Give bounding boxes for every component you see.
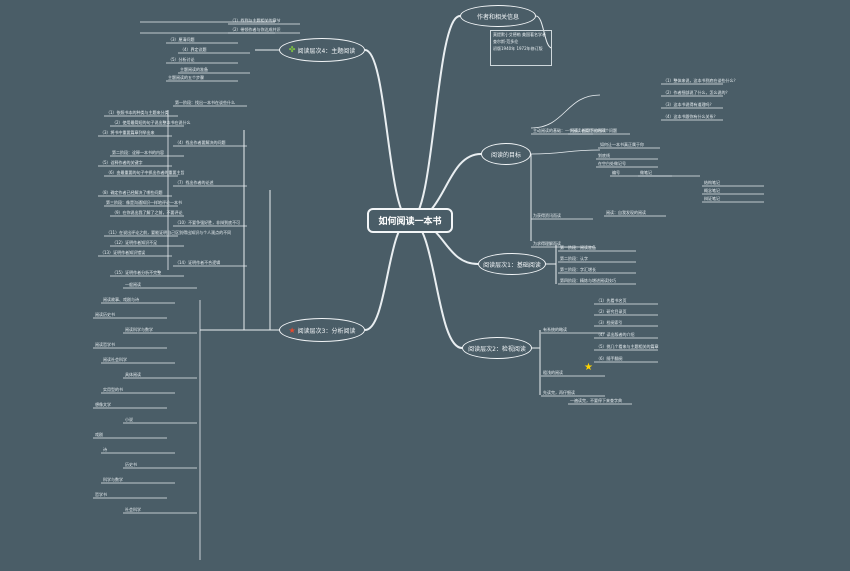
branch-elementary[interactable]: 阅读层次1：基础阅读 [478, 253, 546, 275]
connector [530, 94, 601, 129]
inspectional-item[interactable]: （2）研究目录页 [596, 309, 627, 314]
analytical-item[interactable]: 想像文学 [95, 402, 111, 407]
analytical-item[interactable]: 阅读社会科学 [103, 357, 127, 362]
topic-reading-item[interactable]: （1）找到与主题相关的章节 [230, 18, 281, 23]
clover-icon: ✤ [288, 45, 296, 54]
purpose-item[interactable]: 编号 [612, 170, 620, 175]
analytical-item[interactable]: 第二阶段：诠释一本书的内容 [112, 150, 164, 155]
analytical-item[interactable]: 诗 [103, 447, 107, 452]
analytical-item[interactable]: （8）确定作者已经解决了哪些问题 [100, 190, 163, 195]
purpose-item[interactable]: 划底线 [598, 153, 610, 158]
analytical-item[interactable]: （10）不要争强好胜，非辩到底不可 [175, 220, 241, 225]
connector [409, 219, 463, 349]
purpose-item[interactable]: （1）整体来说，这本书到底在谈些什么？ [663, 78, 738, 83]
topic-reading-item[interactable]: （3）厘清问题 [168, 37, 195, 42]
author-line-1: 莫提默·J·艾德勒 美国著名学者 [493, 32, 546, 37]
branch-inspectional[interactable]: 阅读层次2：检视阅读 [462, 337, 532, 359]
purpose-item[interactable]: （4）这本书跟你有什么关系？ [663, 114, 718, 119]
analytical-item[interactable]: 社会科学 [125, 507, 141, 512]
author-line-2: 查尔斯·范多伦 [493, 39, 519, 44]
analytical-item[interactable]: 戏剧 [95, 432, 103, 437]
inspectional-item[interactable]: （5）挑几个看来与主题相关的篇章 [596, 344, 659, 349]
inspectional-item[interactable]: 粗浅的阅读 [543, 370, 563, 375]
inspectional-item[interactable]: （6）随手翻阅 [596, 356, 623, 361]
branch-author-intro[interactable]: 作者和相关信息 [460, 5, 536, 27]
elementary-item[interactable]: 第三阶段：字汇增长 [560, 267, 596, 272]
purpose-item[interactable]: （2）作者细部说了什么，怎么说的？ [663, 90, 730, 95]
branch-analytical-label: 阅读层次3：分析阅读 [297, 327, 356, 335]
analytical-item[interactable]: （7）找出作者的论述 [175, 180, 214, 185]
analytical-item[interactable]: 哲学书 [95, 492, 107, 497]
branch-topic-reading[interactable]: ✤ 阅读层次4：主题阅读 [279, 38, 365, 62]
purpose-item[interactable]: 如何让一本书真正属于你 [600, 142, 644, 147]
analytical-item[interactable]: （12）证明作者知识不足 [112, 240, 158, 245]
purpose-item[interactable]: 阅读：指导下的阅读 [570, 128, 606, 133]
analytical-item[interactable]: 阅读科学与数学 [125, 327, 153, 332]
author-info-box: 莫提默·J·艾德勒 美国著名学者 查尔斯·范多伦 初版1940年 1972年修订… [490, 30, 552, 66]
topic-reading-item[interactable]: （5）分析讨论 [168, 57, 195, 62]
inspectional-item[interactable]: （4）读出版者的介绍 [596, 332, 635, 337]
inspectional-item[interactable]: 先读完，再仔细读 [543, 390, 575, 395]
inspectional-item[interactable]: 一遍读完，不要停下来查字典 [570, 398, 622, 403]
analytical-item[interactable]: 科学与数学 [103, 477, 123, 482]
analytical-item[interactable]: （1）依照书本的种类与主题来分类 [106, 110, 169, 115]
elementary-item[interactable]: 第二阶段：认字 [560, 256, 588, 261]
author-line-3: 初版1940年 1972年修订版 [493, 46, 543, 51]
branch-analytical[interactable]: ★ 阅读层次3：分析阅读 [279, 318, 365, 342]
analytical-item[interactable]: 实用型的书 [103, 387, 123, 392]
connector [535, 15, 553, 49]
analytical-item[interactable]: （6）由最重要的句子中抓出作者的重要主旨 [106, 170, 185, 175]
purpose-item[interactable]: （3）这本书说得有道理吗？ [663, 102, 714, 107]
analytical-item[interactable]: （9）在你说出我了解了之前，不要评论 [112, 210, 183, 215]
star-icon: ★ [584, 362, 593, 373]
analytical-item[interactable]: 阅读历史书 [95, 312, 115, 317]
connector [530, 149, 601, 155]
analytical-item[interactable]: （5）诠释作者的关键字 [100, 160, 143, 165]
analytical-item[interactable]: 小说 [125, 417, 133, 422]
analytical-item[interactable]: 第一阶段：找出一本书在谈些什么 [175, 100, 235, 105]
inspectional-item[interactable]: 有系统的略读 [543, 327, 567, 332]
purpose-item[interactable]: 辩证笔记 [704, 196, 720, 201]
purpose-item[interactable]: 为获得资讯而读 [533, 213, 561, 218]
analytical-item[interactable]: （15）证明作者分析不完整 [112, 270, 162, 275]
branch-purpose[interactable]: 阅读的目标 [481, 143, 531, 165]
elementary-item[interactable]: 第一阶段：阅读准备 [560, 245, 596, 250]
root-node[interactable]: 如何阅读一本书 [367, 208, 453, 233]
analytical-item[interactable]: （4）找出作者要解决的问题 [175, 140, 226, 145]
connector [364, 219, 411, 331]
topic-reading-item[interactable]: （2）带领作者与你达成共识 [230, 27, 281, 32]
elementary-item[interactable]: 第四阶段：精炼与增进阅读技巧 [560, 278, 616, 283]
analytical-item[interactable]: 一般阅读 [125, 282, 141, 287]
analytical-item[interactable]: （11）在说出评论之前，要能证明自己区别得出知识与个人观点的不同 [106, 230, 232, 235]
branch-topic-reading-label: 阅读层次4：主题阅读 [297, 47, 356, 55]
purpose-item[interactable]: 主动阅读的基础：一个阅读者要提出的四个问题 [533, 128, 617, 133]
connector [364, 49, 411, 221]
analytical-item[interactable]: 具体阅读 [125, 372, 141, 377]
purpose-item[interactable]: 结构笔记 [704, 180, 720, 185]
inspectional-item[interactable]: （1）先看书名页 [596, 298, 627, 303]
analytical-item[interactable]: （3）将书中重要篇章列举出来 [100, 130, 155, 135]
analytical-item[interactable]: （14）证明作者不合逻辑 [175, 260, 221, 265]
analytical-item[interactable]: 阅读哲学书 [95, 342, 115, 347]
analytical-item[interactable]: 阅读故事、戏剧与诗 [103, 297, 139, 302]
analytical-item[interactable]: （2）使用最简短的句子说出整本书在说什么 [112, 120, 191, 125]
purpose-item[interactable]: 阅读：自我发现的阅读 [606, 210, 646, 215]
analytical-item[interactable]: 第三阶段：像是沟通知识一样地评论一本书 [106, 200, 182, 205]
topic-reading-item[interactable]: 主题阅读的五个步骤 [168, 75, 204, 80]
purpose-item[interactable]: 为求得理解而读 [533, 241, 561, 246]
connector [409, 15, 461, 221]
analytical-item[interactable]: （13）证明作者知识错误 [100, 250, 146, 255]
inspectional-item[interactable]: （3）检阅索引 [596, 320, 623, 325]
star-icon: ★ [288, 325, 296, 335]
purpose-item[interactable]: 做笔记 [640, 170, 652, 175]
topic-reading-item[interactable]: 主题阅读的准备 [180, 67, 208, 72]
topic-reading-item[interactable]: （4）界定议题 [180, 47, 207, 52]
purpose-item[interactable]: 在空白处做记号 [598, 161, 626, 166]
analytical-item[interactable]: 历史书 [125, 462, 137, 467]
purpose-item[interactable]: 概念笔记 [704, 188, 720, 193]
